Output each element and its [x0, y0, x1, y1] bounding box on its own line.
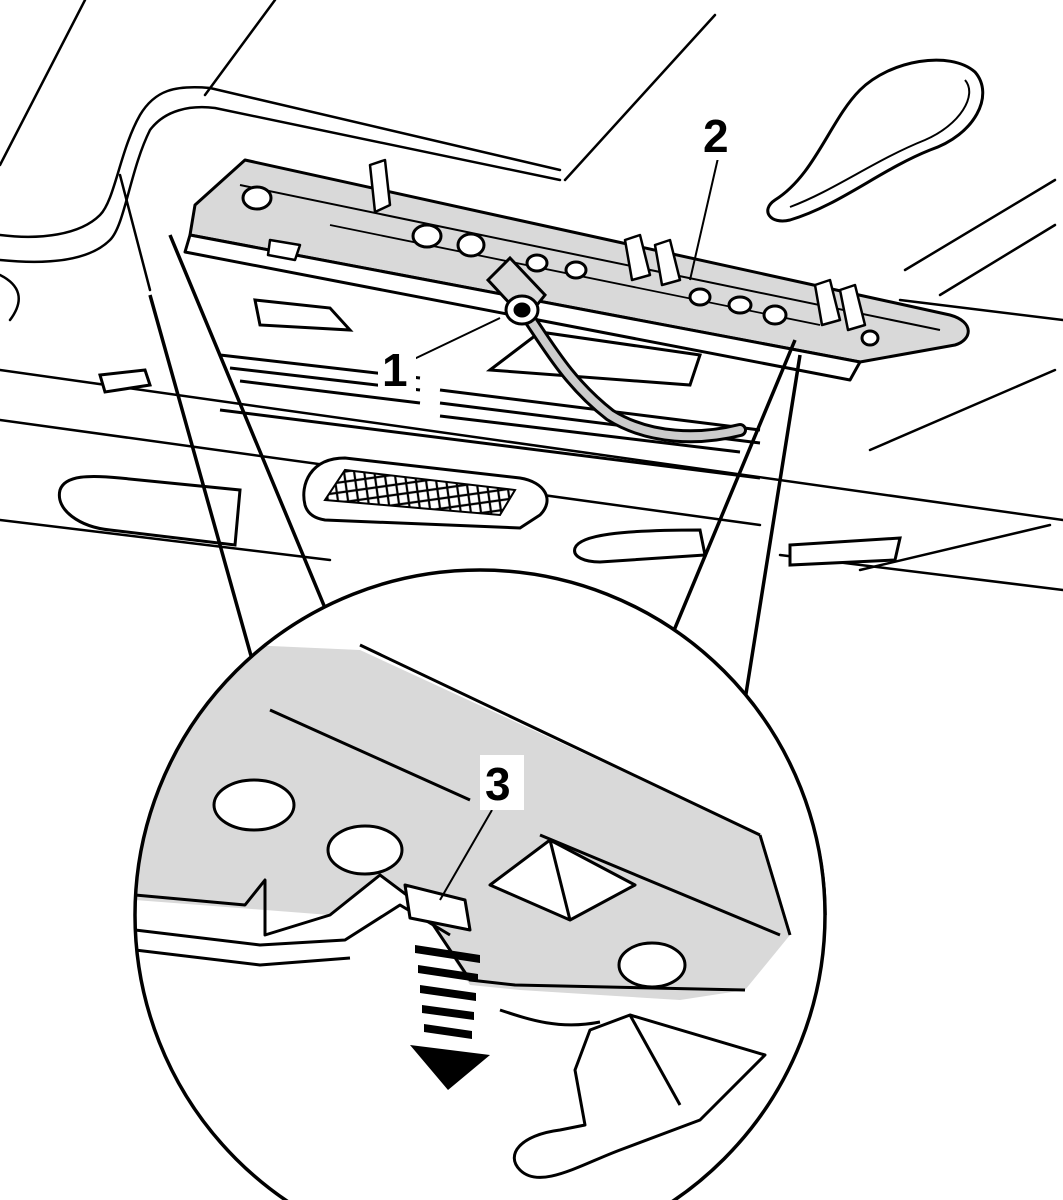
console-hole — [727, 295, 753, 315]
callout-3: 3 — [485, 758, 511, 810]
leader-lines — [411, 157, 719, 361]
left-vertical-edge — [118, 173, 152, 292]
groove-6 — [439, 414, 741, 454]
headliner-edge-6 — [898, 298, 1063, 322]
arrow-dash — [424, 1024, 472, 1039]
console-hole — [411, 223, 443, 249]
zoom-hole-2 — [326, 824, 404, 876]
console-hole — [688, 287, 712, 307]
zoom-hole-3 — [617, 941, 687, 989]
callout-3-backdrop — [480, 755, 524, 810]
slot-right — [788, 536, 902, 567]
callout-1: 1 — [382, 344, 408, 396]
ceiling-slots — [57, 368, 902, 567]
leader-line-3 — [439, 809, 493, 901]
zoom-release-tab — [403, 883, 472, 932]
zoom-clip-lower — [512, 1013, 767, 1179]
zoom-hole-1 — [212, 778, 296, 832]
arrow-dash — [415, 945, 480, 963]
slot-lower-mid — [573, 528, 707, 564]
zoom-triangle-notch — [488, 838, 637, 922]
zoom-detail — [133, 568, 827, 1200]
zoom-circle-outline — [133, 568, 827, 1200]
body-line-top-left — [0, 0, 87, 167]
callout-2-backdrop — [700, 108, 744, 160]
groove-7 — [219, 408, 761, 480]
console-hole — [241, 185, 273, 211]
grill-mesh — [323, 468, 517, 517]
clip-mid-1 — [623, 233, 652, 282]
console-hole — [860, 329, 880, 347]
funnel-left — [148, 294, 257, 671]
tab-left — [266, 238, 302, 262]
recess-outline — [253, 298, 354, 332]
zoom-panel-right-edge — [758, 834, 792, 936]
slot-left — [57, 474, 242, 547]
clip-left — [368, 158, 392, 214]
slot-far-left — [98, 368, 152, 394]
zoom-panel-lip — [135, 873, 421, 937]
zoom-panel-bottom-edge — [418, 904, 746, 992]
grab-handle-outline — [766, 58, 985, 223]
funnel-top-right — [668, 339, 797, 641]
roof-outline-left — [0, 86, 562, 239]
callout-2: 2 — [703, 110, 729, 162]
body-line-right-mid — [938, 223, 1057, 297]
console-clips — [266, 158, 867, 332]
headliner-edge-5 — [858, 523, 1052, 572]
leader-line-1 — [411, 317, 501, 361]
body-line-top-right — [563, 13, 717, 182]
zoom-triangle-notch-inner — [548, 839, 572, 921]
clip-right-2 — [838, 283, 867, 332]
console-hole — [456, 232, 486, 258]
leader-line-2 — [689, 157, 719, 281]
funnel-right — [743, 354, 802, 701]
connector-nut-inner — [513, 302, 531, 318]
connector-plug — [485, 255, 547, 326]
console-hole — [564, 260, 588, 280]
arrow-head — [410, 1045, 490, 1090]
headliner-edge-3 — [0, 518, 332, 562]
callout-1-backdrop — [378, 340, 416, 392]
arrow-dash — [422, 1005, 474, 1020]
console-hole — [762, 304, 788, 326]
wiring-harness — [513, 298, 747, 444]
zoom-panel-top-edge — [359, 643, 761, 837]
groove-3 — [239, 379, 421, 405]
body-line-top-mid — [203, 0, 277, 97]
arrow-dash — [420, 985, 476, 1001]
grab-handle-inner — [789, 79, 971, 208]
body-line-right-upper — [903, 178, 1057, 272]
zoom-clip-lower-line — [628, 1014, 682, 1106]
clip-right-1 — [813, 278, 842, 327]
arrow-dash — [418, 965, 478, 982]
clip-mid-2 — [653, 238, 682, 287]
recess-outline-2 — [485, 330, 702, 387]
press-direction-arrow — [410, 945, 490, 1090]
left-curve-clip — [0, 273, 20, 322]
zoom-panel-inner-line — [269, 708, 781, 937]
body-line-right-lower — [868, 368, 1057, 452]
callout-labels: 1 2 3 — [378, 108, 744, 810]
speaker-grill — [302, 456, 549, 530]
zoom-panel-fill — [135, 640, 790, 1000]
zoom-under-edge — [499, 1008, 601, 1027]
zoom-panel-lip-lower-2 — [135, 948, 351, 967]
console-holes — [241, 185, 880, 347]
cable-inner — [516, 301, 744, 441]
console-hole — [525, 253, 549, 273]
